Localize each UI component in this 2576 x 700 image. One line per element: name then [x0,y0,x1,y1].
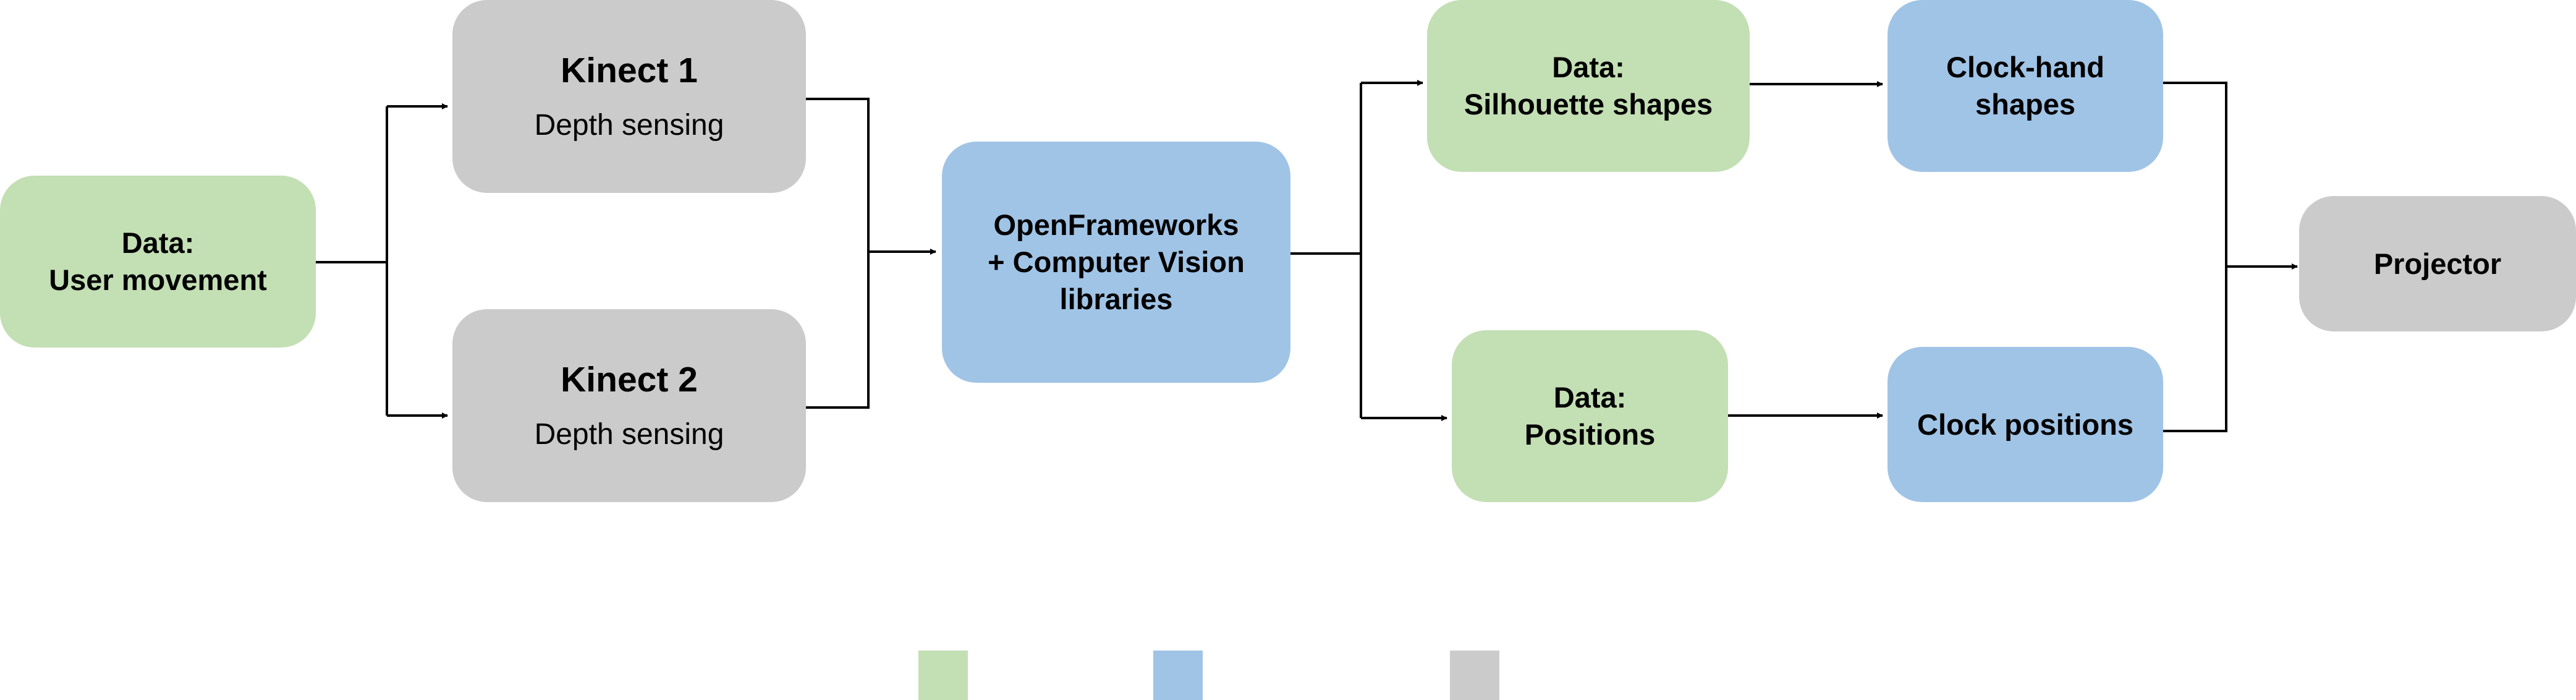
node-kinect1-title: Kinect 1 [561,51,698,90]
legend-item-data: Data [918,651,1040,700]
node-kinect2: Kinect 2 Depth sensing [452,309,806,502]
node-openframeworks-line2: + Computer Vision [988,245,1245,278]
edge-user-movement-to-kinects [316,106,388,416]
node-kinect1: Kinect 1 Depth sensing [452,0,806,193]
node-positions-line2: Positions [1524,418,1656,451]
node-clock-positions: Clock positions [1888,347,2163,502]
legend-item-hardware: Hardware [1450,651,1626,700]
node-projector: Projector [2299,196,2576,331]
node-openframeworks: OpenFrameworks + Computer Vision librari… [942,142,1290,383]
legend-item-software: Software [1153,651,1320,700]
node-clock-hand: Clock-hand shapes [1888,0,2163,172]
legend-label-software: Software [1222,661,1320,689]
node-user-movement-line1: Data: [121,226,195,259]
legend-swatch-hardware [1450,651,1499,700]
legend-label-hardware: Hardware [1519,661,1627,689]
node-user-movement: Data: User movement [0,176,316,348]
node-user-movement-line2: User movement [49,263,267,296]
node-openframeworks-line1: OpenFrameworks [993,208,1239,241]
node-positions-line1: Data: [1553,381,1627,414]
node-kinect2-title: Kinect 2 [561,360,698,399]
node-openframeworks-line3: libraries [1059,283,1173,315]
node-clock-positions-line1: Clock positions [1917,408,2133,441]
edge-clocks-merge [2163,82,2227,432]
node-clock-hand-line1: Clock-hand [1946,51,2104,83]
node-silhouette: Data: Silhouette shapes [1427,0,1750,172]
edge-openframeworks-split [1290,83,1362,418]
edge-kinects-merge [806,98,870,409]
legend-swatch-software [1153,651,1203,700]
node-silhouette-line2: Silhouette shapes [1464,88,1713,121]
legend-swatch-data [918,651,968,700]
node-positions: Data: Positions [1452,330,1728,502]
node-silhouette-line1: Data: [1552,51,1625,83]
node-kinect1-subtitle: Depth sensing [534,109,724,142]
node-projector-line1: Projector [2373,247,2502,280]
node-kinect2-subtitle: Depth sensing [534,418,724,451]
node-clock-hand-line2: shapes [1975,88,2075,121]
legend-label-data: Data [988,661,1040,689]
